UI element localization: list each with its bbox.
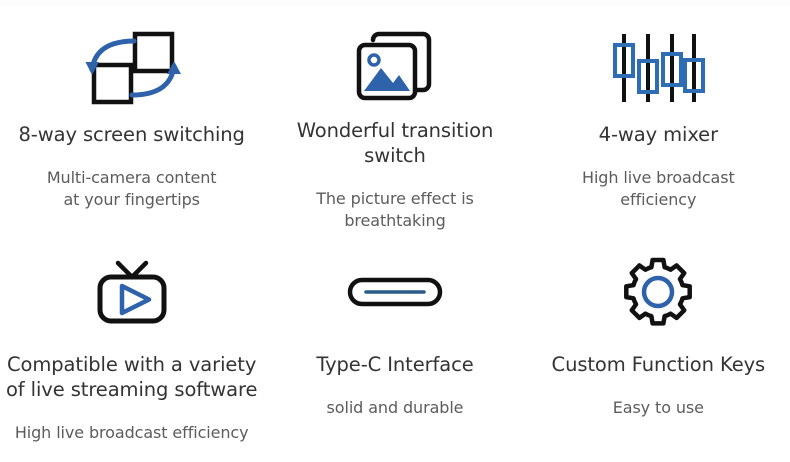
tv-play-icon bbox=[96, 250, 168, 334]
top-edge-strip bbox=[0, 0, 790, 6]
switch-squares-icon bbox=[82, 26, 182, 110]
feature-card-transition-switch: Wonderful transition switch The picture … bbox=[263, 0, 526, 232]
feature-card-streaming-software: Compatible with a variety of live stream… bbox=[0, 232, 263, 462]
feature-card-function-keys: Custom Function Keys Easy to use bbox=[527, 232, 790, 462]
usb-type-c-icon bbox=[347, 250, 443, 334]
feature-title: 4-way mixer bbox=[598, 123, 718, 146]
feature-subtitle: The picture effect is breathtaking bbox=[316, 189, 474, 230]
feature-title: Wonderful transition switch bbox=[296, 119, 494, 167]
feature-card-type-c: Type-C Interface solid and durable bbox=[263, 232, 526, 462]
feature-title: 8-way screen switching bbox=[18, 123, 245, 146]
gear-icon bbox=[623, 250, 693, 334]
feature-card-screen-switching: 8-way screen switching Multi-camera cont… bbox=[0, 0, 263, 232]
feature-subtitle: High live broadcast efficiency bbox=[14, 423, 249, 442]
feature-subtitle: Multi-camera content at your fingertips bbox=[46, 168, 217, 209]
fader-sliders-icon bbox=[612, 26, 706, 110]
feature-subtitle: High live broadcast efficiency bbox=[582, 168, 735, 209]
feature-title: Compatible with a variety of live stream… bbox=[5, 353, 258, 401]
feature-subtitle: Easy to use bbox=[612, 398, 704, 417]
feature-subtitle: solid and durable bbox=[326, 398, 464, 417]
feature-card-mixer: 4-way mixer High live broadcast efficien… bbox=[527, 0, 790, 232]
stacked-images-icon bbox=[355, 26, 435, 106]
feature-title: Type-C Interface bbox=[316, 353, 474, 376]
feature-title: Custom Function Keys bbox=[551, 353, 766, 376]
